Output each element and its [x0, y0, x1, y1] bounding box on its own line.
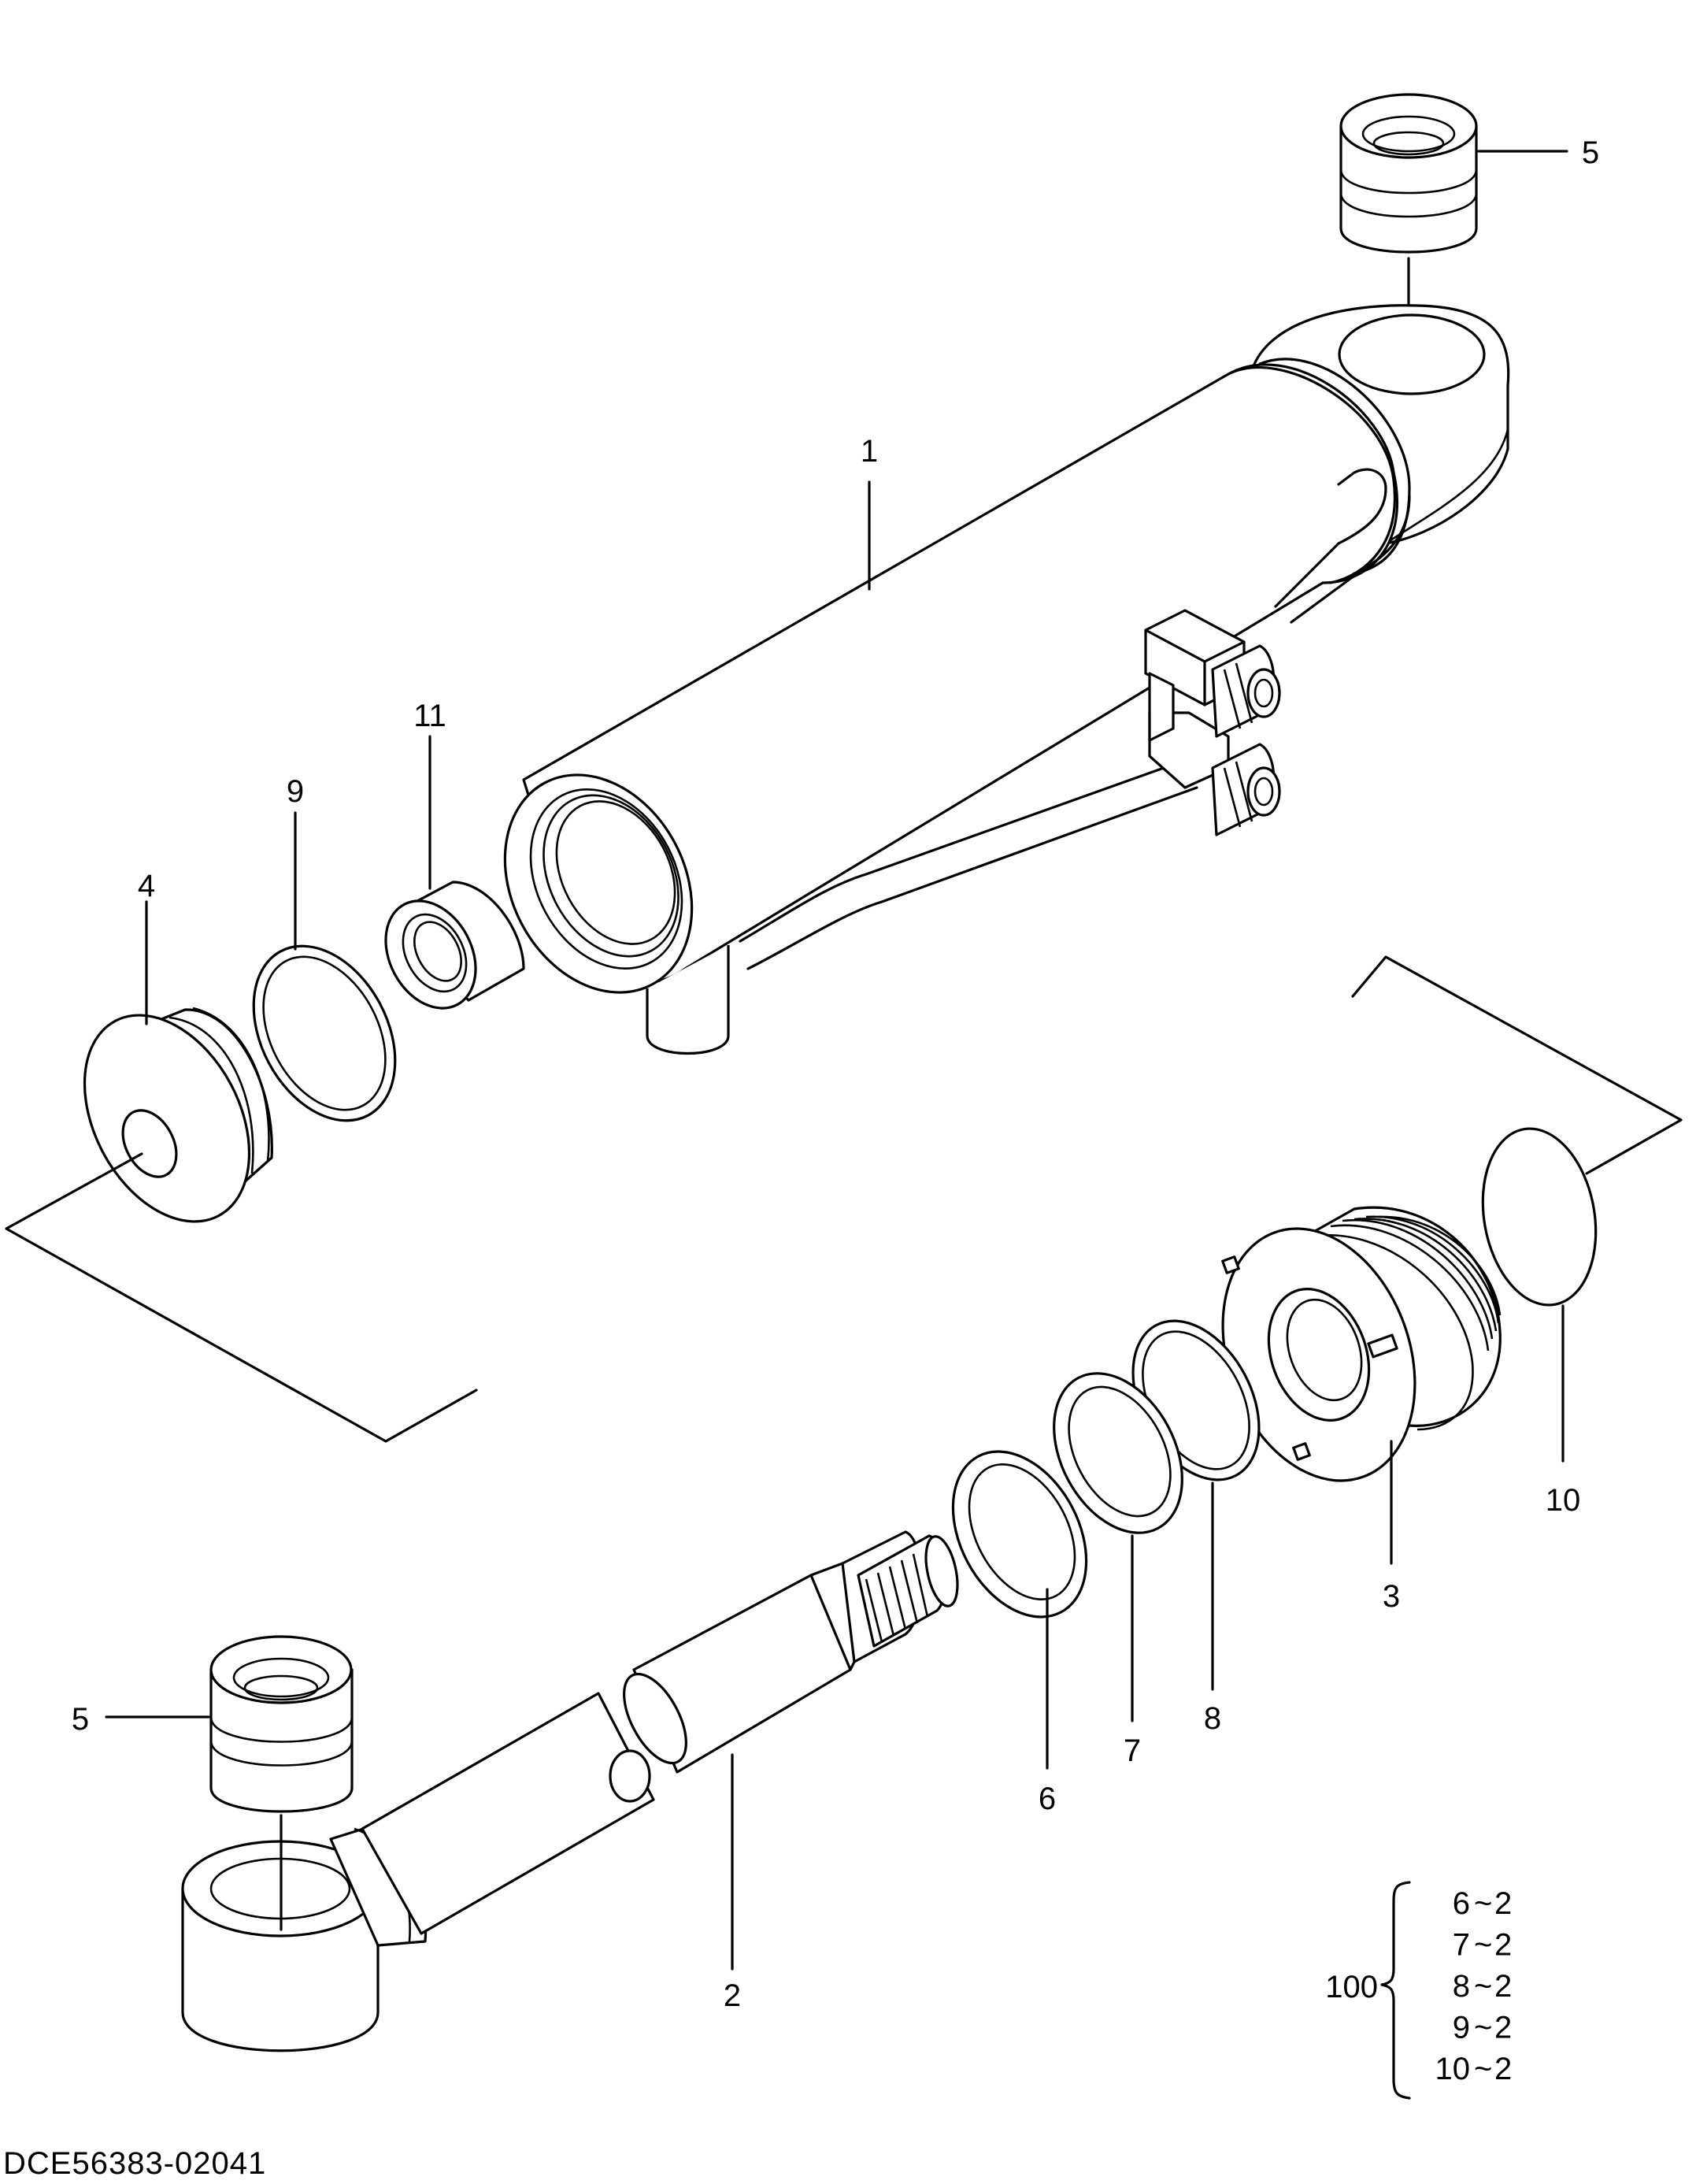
- kit-item-separator: ~: [1474, 1886, 1492, 1921]
- kit-item-part: 9: [1453, 2011, 1470, 2045]
- kit-item-part: 8: [1453, 1969, 1470, 2004]
- part-10-disc: [1481, 1127, 1598, 1307]
- kit-item-part: 6: [1453, 1886, 1470, 1921]
- part-5-bottom-bushing: [209, 1635, 354, 1931]
- callout-8: 8: [1204, 1701, 1221, 1736]
- callout-6: 6: [1039, 1782, 1056, 1816]
- part-9-ring: [252, 944, 397, 1122]
- kit-number: 100: [1325, 1970, 1378, 2004]
- kit-brace: [1380, 1881, 1411, 2100]
- kit-item-separator: ~: [1474, 1928, 1492, 1963]
- part-1-cylinder-tube: [503, 304, 1510, 1055]
- kit-item-qty: 2: [1494, 2052, 1512, 2086]
- kit-list-item: 8~2: [1453, 1969, 1513, 2004]
- kit-item-qty: 2: [1494, 1928, 1512, 1963]
- callout-9: 9: [287, 774, 304, 809]
- bracket-right: [1351, 955, 1683, 1175]
- kit-item-separator: ~: [1474, 2052, 1492, 2086]
- part-3-rod-gland: [1221, 1206, 1502, 1482]
- kit-item-part: 10: [1435, 2052, 1471, 2086]
- fitting-upper: [1211, 644, 1281, 738]
- kit-list-item: 6~2: [1453, 1886, 1513, 1921]
- kit-item-qty: 2: [1494, 2011, 1512, 2045]
- callout-3: 3: [1383, 1579, 1400, 1614]
- kit-item-qty: 2: [1494, 1969, 1512, 2004]
- callout-5-top: 5: [1582, 135, 1599, 170]
- kit-list-item: 9~2: [1453, 2011, 1513, 2045]
- kit-item-part: 7: [1453, 1928, 1470, 1963]
- bracket-left: [5, 1152, 478, 1443]
- kit-item-separator: ~: [1474, 1969, 1492, 2004]
- part-11-piston-nut: [384, 881, 525, 1010]
- drawing-code: DCE56383-02041: [3, 2146, 266, 2181]
- callout-4: 4: [138, 869, 155, 903]
- part-2-piston-rod: [181, 1530, 959, 2052]
- callout-5-bottom: 5: [72, 1702, 89, 1737]
- kit-item-qty: 2: [1494, 1886, 1512, 1921]
- callout-11: 11: [413, 699, 446, 733]
- fitting-lower: [1211, 743, 1281, 836]
- kit-item-separator: ~: [1474, 2011, 1492, 2045]
- callout-7: 7: [1124, 1733, 1141, 1768]
- part-7-ring: [1053, 1372, 1183, 1534]
- kit-list-item: 10~2: [1435, 2052, 1513, 2086]
- kit-list-item: 7~2: [1453, 1928, 1513, 1963]
- callout-2: 2: [724, 1978, 741, 2013]
- part-6-ring: [951, 1450, 1088, 1619]
- callout-10: 10: [1546, 1483, 1581, 1518]
- kit-list: 6~27~28~29~210~2: [1435, 1886, 1513, 2086]
- part-4-piston: [83, 1007, 273, 1223]
- callout-1: 1: [861, 434, 878, 469]
